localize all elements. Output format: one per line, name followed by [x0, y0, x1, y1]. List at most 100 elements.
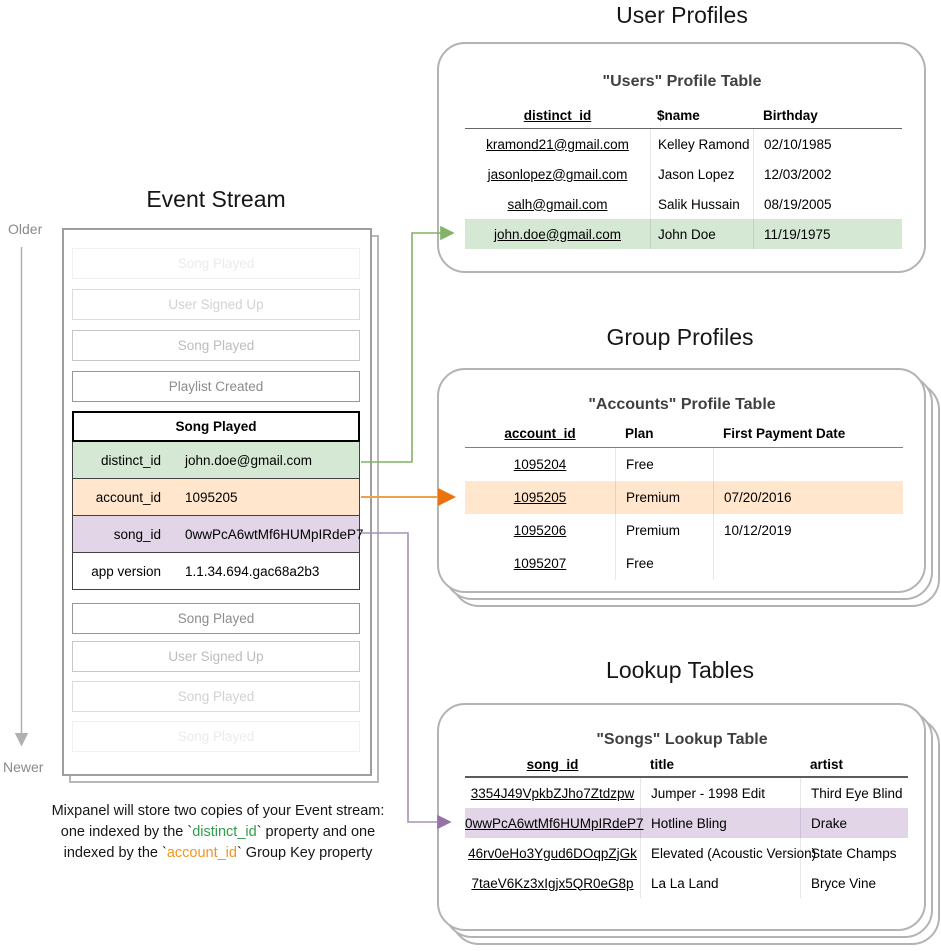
table-cell: 02/10/1985	[753, 129, 902, 159]
column-header: distinct_id	[523, 108, 592, 123]
group-profiles-section-title: Group Profiles	[606, 324, 754, 350]
event-box: Song Played	[72, 330, 360, 361]
table-row: 1095207 Free	[465, 547, 903, 580]
event-stream-title: Event Stream	[146, 186, 286, 212]
table-cell: Free	[615, 448, 713, 481]
table-cell: Third Eye Blind	[800, 778, 908, 808]
column-header: account_id	[504, 426, 576, 441]
table-cell: Kelley Ramond	[650, 129, 753, 159]
table-cell: 10/12/2019	[713, 514, 903, 547]
newer-label: Newer	[3, 759, 44, 775]
event-property-row: song_id 0wwPcA6wtMf6HUMpIRdeP7	[72, 515, 364, 553]
songs-lookup-table: song_id title artist 3354J49VpkbZJho7Ztdzpw…	[465, 752, 908, 898]
event-property-row: app version 1.1.34.694.gac68a2b3	[72, 552, 360, 590]
column-header: title	[650, 756, 675, 772]
accounts-profile-card	[437, 368, 926, 593]
caption-line: one indexed by the `distinct_id` propert…	[10, 822, 426, 843]
property-key: distinct_id	[100, 452, 161, 468]
table-header-row: distinct_id $name Birthday	[465, 103, 902, 129]
event-box: User Signed Up	[72, 641, 360, 672]
property-key: account_id	[95, 489, 161, 505]
column-header: artist	[810, 756, 844, 772]
users-table-title: "Users" Profile Table	[602, 73, 762, 90]
event-box: Song Played	[72, 248, 360, 279]
property-value: 0wwPcA6wtMf6HUMpIRdeP7	[185, 526, 364, 542]
table-cell: 12/03/2002	[753, 159, 902, 189]
table-cell: 1095204	[513, 457, 567, 472]
property-key: app version	[91, 563, 161, 579]
table-cell: 08/19/2005	[753, 189, 902, 219]
table-cell: Jumper - 1998 Edit	[640, 778, 800, 808]
event-box: Song Played	[72, 721, 360, 752]
table-cell: 07/20/2016	[713, 481, 903, 514]
accounts-table-title: "Accounts" Profile Table	[588, 396, 776, 413]
table-cell: 11/19/1975	[753, 219, 902, 249]
table-cell: Free	[615, 547, 713, 580]
property-value: john.doe@gmail.com	[185, 452, 313, 468]
column-header: $name	[657, 108, 700, 123]
caption-text: one indexed by the `	[60, 824, 193, 840]
event-property-row: account_id 1095205	[72, 478, 360, 516]
caption-text: ` property and one	[256, 824, 376, 840]
table-header-row: account_id Plan First Payment Date	[465, 420, 903, 448]
table-cell: kramond21@gmail.com	[486, 136, 629, 152]
event-stream-caption: Mixpanel will store two copies of your E…	[10, 801, 426, 864]
table-cell: Jason Lopez	[650, 159, 753, 189]
table-cell: Bryce Vine	[800, 868, 908, 898]
older-label: Older	[8, 221, 43, 237]
table-cell: 0wwPcA6wtMf6HUMpIRdeP7	[465, 815, 644, 831]
caption-text: indexed by the `	[63, 845, 167, 861]
event-box: Song Played	[72, 681, 360, 712]
property-key: song_id	[113, 526, 161, 542]
column-header: Plan	[625, 426, 654, 441]
table-cell: 46rv0eHo3Ygud6DOqpZjGk	[468, 845, 637, 861]
table-cell: Elevated (Acoustic Version)	[640, 838, 816, 868]
table-cell: 3354J49VpkbZJho7Ztdzpw	[470, 785, 635, 801]
event-property-row: distinct_id john.doe@gmail.com	[72, 441, 360, 479]
event-box: User Signed Up	[72, 289, 360, 320]
table-cell: Premium	[615, 514, 713, 547]
column-header: song_id	[526, 756, 579, 772]
table-cell: Salik Hussain	[650, 189, 753, 219]
songs-table-title: "Songs" Lookup Table	[596, 731, 768, 748]
table-cell: jasonlopez@gmail.com	[487, 166, 628, 182]
orange-property-mention: account_id	[166, 845, 237, 861]
caption-text: ` Group Key property	[236, 845, 373, 861]
table-cell: 1095206	[513, 523, 567, 538]
table-cell: 1095207	[513, 556, 567, 571]
table-cell: La La Land	[640, 868, 800, 898]
table-row: 3354J49VpkbZJho7Ztdzpw Jumper - 1998 Edit…	[465, 778, 908, 808]
caption-line: indexed by the `account_id` Group Key pr…	[10, 843, 426, 864]
table-header-row: song_id title artist	[465, 752, 908, 778]
column-header: Birthday	[763, 108, 818, 123]
table-cell: Premium	[615, 481, 713, 514]
table-cell: 7taeV6Kz3xIgjx5QR0eG8p	[471, 875, 634, 891]
table-cell: John Doe	[650, 219, 753, 249]
lookup-tables-section-title: Lookup Tables	[606, 657, 754, 683]
property-value: 1.1.34.694.gac68a2b3	[185, 563, 320, 579]
event-box: Song Played	[72, 603, 360, 634]
caption-text: Mixpanel will store two copies of your E…	[51, 803, 385, 819]
caption-line: Mixpanel will store two copies of your E…	[10, 801, 426, 822]
green-property-mention: distinct_id	[192, 824, 257, 840]
selected-event-title: Song Played	[72, 411, 360, 442]
event-box: Playlist Created	[72, 371, 360, 402]
users-profile-table: distinct_id $name Birthday kramond21@gmail.…	[465, 103, 902, 249]
table-row: 1095204 Free	[465, 448, 903, 481]
table-cell: Hotline Bling	[640, 808, 800, 838]
table-cell: State Champs	[800, 838, 908, 868]
property-value: 1095205	[185, 489, 238, 505]
column-header: First Payment Date	[723, 426, 846, 441]
table-cell: Drake	[800, 808, 908, 838]
table-cell	[713, 448, 903, 481]
